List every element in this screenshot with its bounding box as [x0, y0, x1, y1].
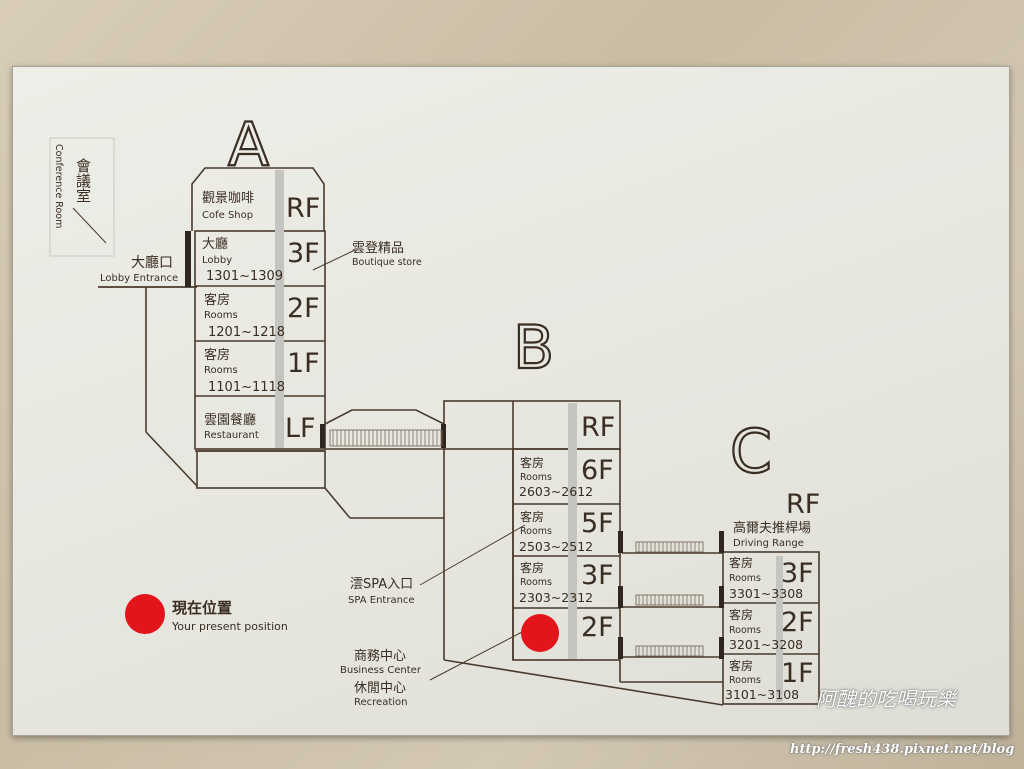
floor-c-1f-rooms: 3101~3108: [725, 687, 799, 702]
watermark-url: http://fresh438.pixnet.net/blog: [790, 742, 1015, 757]
floor-b-5f-number: 5F: [581, 508, 614, 539]
floor-b-6f-name-en: Rooms: [520, 472, 552, 483]
floor-c-2f-rooms: 3201~3208: [729, 637, 803, 652]
floor-b-6f-name-zh: 客房: [520, 455, 544, 470]
spa-entrance-label-en: SPA Entrance: [348, 595, 415, 606]
floor-a-rf-name-zh: 觀景咖啡: [202, 191, 254, 206]
boutique-label-zh: 雲登精品: [352, 241, 404, 256]
lobby-entrance-label-zh: 大廳口: [131, 254, 173, 271]
floor-b-3f-name-en: Rooms: [520, 577, 552, 588]
floor-c-3f-name-en: Rooms: [729, 573, 761, 584]
legend-label-zh: 現在位置: [172, 599, 232, 617]
driving-range-label-en: Driving Range: [733, 538, 804, 549]
floor-b-3f-rooms: 2303~2312: [519, 590, 593, 605]
building-b-letter: B: [513, 313, 554, 383]
floor-a-lf-name-zh: 雲園餐廳: [204, 412, 256, 428]
building-b-floors: RF 客房 Rooms 2603~2612 6F 客房 Rooms 2503~2…: [519, 412, 615, 652]
floor-a-2f-name-zh: 客房: [204, 292, 230, 308]
floor-b-2f-number: 2F: [581, 612, 614, 643]
floor-c-2f-name-zh: 客房: [729, 607, 753, 622]
floor-b-5f-name-zh: 客房: [520, 509, 544, 524]
floor-a-1f-number: 1F: [287, 348, 320, 379]
floor-a-1f-name-en: Rooms: [204, 365, 238, 376]
floor-c-2f-number: 2F: [781, 607, 814, 638]
floor-b-rf-number: RF: [581, 412, 615, 443]
floor-a-rf-number: RF: [286, 193, 320, 224]
boutique-label-en: Boutique store: [352, 257, 422, 268]
recreation-label-en: Recreation: [354, 697, 407, 708]
building-a-floors: 觀景咖啡 Cofe Shop RF 大廳 Lobby 1301~1309 3F …: [202, 191, 320, 444]
floor-a-2f-name-en: Rooms: [204, 310, 238, 321]
floor-b-3f-number: 3F: [581, 560, 614, 591]
floor-a-1f-rooms: 1101~1118: [208, 380, 285, 395]
driving-range-floor: RF: [786, 489, 820, 520]
current-location-marker: [521, 614, 559, 652]
building-c-letter: C: [730, 417, 772, 487]
floor-b-6f-number: 6F: [581, 455, 614, 486]
conference-room-box: [49, 137, 115, 257]
floor-c-3f-number: 3F: [781, 558, 814, 589]
floor-c-3f-name-zh: 客房: [729, 555, 753, 570]
recreation-label-zh: 休閒中心: [354, 681, 406, 696]
watermark-name: 阿醜的吃喝玩樂: [816, 687, 956, 711]
floor-a-rf-name-en: Cofe Shop: [202, 210, 253, 221]
floor-c-1f-number: 1F: [781, 658, 814, 689]
business-center-label-en: Business Center: [340, 665, 422, 676]
floor-c-1f-name-en: Rooms: [729, 675, 761, 686]
floor-a-3f-number: 3F: [287, 238, 320, 269]
spa-entrance-label-zh: 澐SPA入口: [350, 576, 413, 592]
floor-a-3f-rooms: 1301~1309: [206, 269, 283, 284]
building-a-roof: [191, 167, 325, 231]
building-c-floors: 客房 Rooms 3301~3308 3F 客房 Rooms 3201~3208…: [725, 555, 814, 702]
floor-b-5f-name-en: Rooms: [520, 526, 552, 537]
floor-b-3f-name-zh: 客房: [520, 560, 544, 575]
floor-b-5f-rooms: 2503~2512: [519, 539, 593, 554]
building-c-body: [722, 551, 820, 705]
building-b-body: [512, 448, 621, 661]
floor-c-1f-name-zh: 客房: [729, 658, 753, 673]
floor-a-2f-rooms: 1201~1218: [208, 325, 285, 340]
floor-a-2f-number: 2F: [287, 293, 320, 324]
floor-a-3f-name-en: Lobby: [202, 255, 232, 266]
legend-label-en: Your present position: [171, 620, 288, 633]
conference-room-label-en: Conference Room: [53, 144, 64, 228]
lobby-entrance-label-en: Lobby Entrance: [100, 273, 178, 284]
legend-marker: [125, 594, 165, 634]
floor-a-lf-number: LF: [285, 413, 316, 444]
building-a-letter: A: [228, 110, 269, 180]
floor-a-lf-name-en: Restaurant: [204, 430, 259, 441]
floor-a-1f-name-zh: 客房: [204, 347, 230, 363]
floor-b-6f-rooms: 2603~2612: [519, 484, 593, 499]
floor-a-3f-name-zh: 大廳: [202, 236, 228, 252]
building-a-body: [194, 230, 326, 450]
business-center-label-zh: 商務中心: [354, 649, 406, 664]
floor-c-3f-rooms: 3301~3308: [729, 586, 803, 601]
floor-c-2f-name-en: Rooms: [729, 625, 761, 636]
driving-range-label-zh: 高爾夫推桿場: [733, 520, 811, 536]
conference-room-label-zh: 會議室: [74, 158, 92, 203]
